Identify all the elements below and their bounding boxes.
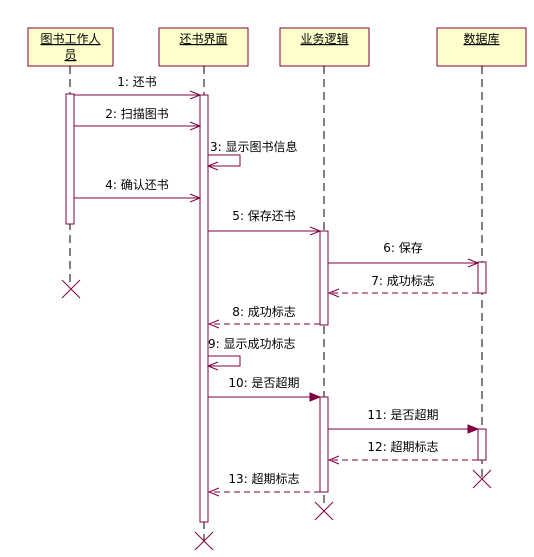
lifeline-reader: 图书工作人 员 [27,27,114,67]
activation-reader [65,93,75,225]
message-6-label: 6: 保存 [383,241,423,255]
destroy-db-icon [472,469,492,489]
activation-db-2 [477,428,487,461]
activation-ui [199,94,209,523]
message-6: 6: 保存 [328,241,478,263]
message-12-label: 12: 超期标志 [367,439,438,454]
activation-logic-2 [319,396,329,493]
destroy-logic-icon [314,501,334,521]
message-3: 3: 显示图书信息 [208,139,298,166]
lifeline-reader-label-line2: 员 [64,48,76,62]
message-13: 13: 超期标志 [209,471,320,492]
message-13-label: 13: 超期标志 [228,471,299,486]
lifeline-db: 数据库 [436,27,527,67]
message-5-label: 5: 保存还书 [232,209,296,223]
lifeline-logic-label: 业务逻辑 [300,31,348,46]
message-11: 11: 是否超期 [328,407,478,429]
message-12: 12: 超期标志 [329,439,478,460]
message-1: 1: 还书 [74,75,200,95]
activation-db-1 [477,261,487,294]
message-9: 9: 显示成功标志 [208,337,296,366]
message-11-label: 11: 是否超期 [367,407,438,422]
message-1-label: 1: 还书 [117,75,157,89]
destroy-ui-icon [194,531,214,551]
message-2: 2: 扫描图书 [74,107,200,126]
activation-logic-1 [319,230,329,326]
message-10-label: 10: 是否超期 [228,375,299,390]
lifeline-ui-label: 还书界面 [179,32,227,46]
message-10: 10: 是否超期 [208,375,320,397]
message-4: 4: 确认还书 [74,178,200,198]
message-7: 7: 成功标志 [329,274,478,293]
lifeline-db-label: 数据库 [463,31,499,46]
message-4-label: 4: 确认还书 [105,178,169,192]
message-8: 8: 成功标志 [209,305,320,324]
message-2-label: 2: 扫描图书 [105,107,169,121]
message-3-label: 3: 显示图书信息 [210,139,298,154]
message-9-label: 9: 显示成功标志 [208,337,296,351]
lifeline-reader-label: 图书工作人 [40,32,100,46]
lifeline-ui: 还书界面 [158,27,249,67]
lifeline-logic: 业务逻辑 [279,27,370,67]
message-5: 5: 保存还书 [208,209,320,231]
message-8-label: 8: 成功标志 [232,305,296,319]
destroy-reader-icon [61,279,81,299]
message-7-label: 7: 成功标志 [371,274,435,288]
